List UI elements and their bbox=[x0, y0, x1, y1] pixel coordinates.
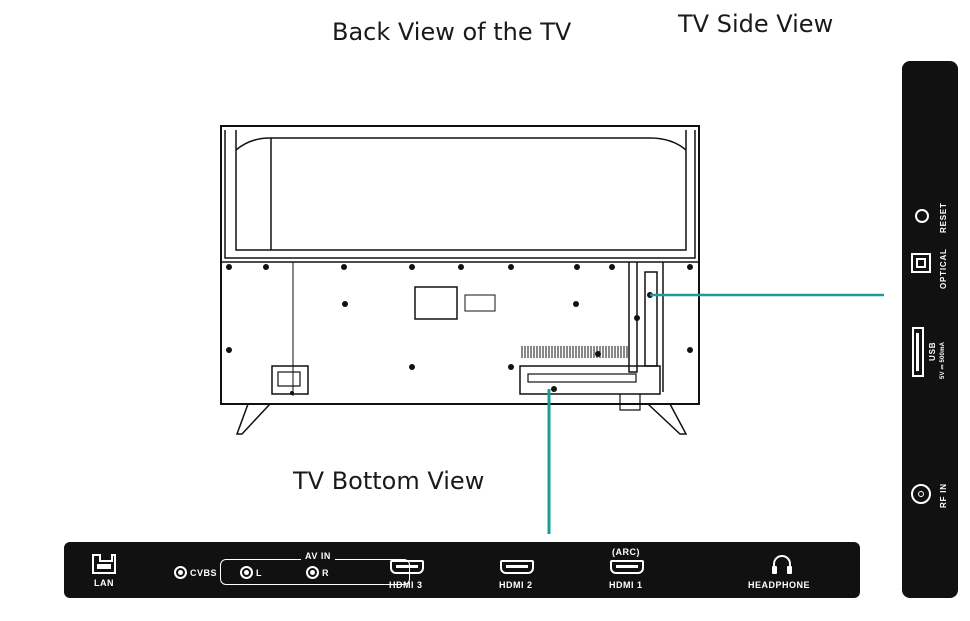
tv-outline bbox=[220, 125, 700, 405]
optical-label: OPTICAL bbox=[939, 248, 948, 289]
reset-label: RESET bbox=[939, 202, 948, 233]
hdmi2-label: HDMI 2 bbox=[499, 580, 533, 590]
audio-r-jack-icon bbox=[306, 566, 319, 579]
cvbs-label: CVBS bbox=[190, 568, 218, 578]
bottom-connector-panel: LAN AV IN CVBS L R HDMI 3 HDMI 2 (ARC) H… bbox=[64, 542, 860, 598]
hdmi1-label: HDMI 1 bbox=[609, 580, 643, 590]
reset-button-icon bbox=[915, 209, 929, 223]
rf-in-label: RF IN bbox=[939, 483, 948, 508]
side-connector-panel: RESET OPTICAL USB 5V ⎓ 500mA RF IN bbox=[902, 61, 958, 598]
arc-label: (ARC) bbox=[612, 547, 640, 557]
hdmi2-port-icon bbox=[500, 560, 534, 574]
headphone-icon bbox=[772, 555, 792, 574]
hdmi3-port-icon bbox=[390, 560, 424, 574]
lan-port-icon bbox=[92, 554, 116, 574]
cvbs-jack-icon bbox=[174, 566, 187, 579]
vent-grill bbox=[521, 346, 628, 358]
audio-l-jack-icon bbox=[240, 566, 253, 579]
usb-label: USB bbox=[928, 341, 937, 361]
hdmi3-label: HDMI 3 bbox=[389, 580, 423, 590]
back-view-title: Back View of the TV bbox=[332, 18, 572, 46]
bottom-view-title: TV Bottom View bbox=[293, 467, 485, 495]
optical-port-icon bbox=[911, 253, 931, 273]
audio-l-label: L bbox=[256, 568, 262, 578]
screw-holes bbox=[226, 264, 693, 395]
usb-port-icon bbox=[912, 327, 924, 377]
av-in-label: AV IN bbox=[301, 551, 335, 561]
lan-label: LAN bbox=[94, 578, 114, 588]
rf-in-jack-icon bbox=[911, 484, 931, 504]
side-view-title: TV Side View bbox=[678, 10, 834, 38]
hdmi1-port-icon bbox=[610, 560, 644, 574]
usb-rating-label: 5V ⎓ 500mA bbox=[940, 341, 946, 379]
audio-r-label: R bbox=[322, 568, 329, 578]
headphone-label: HEADPHONE bbox=[748, 580, 811, 590]
